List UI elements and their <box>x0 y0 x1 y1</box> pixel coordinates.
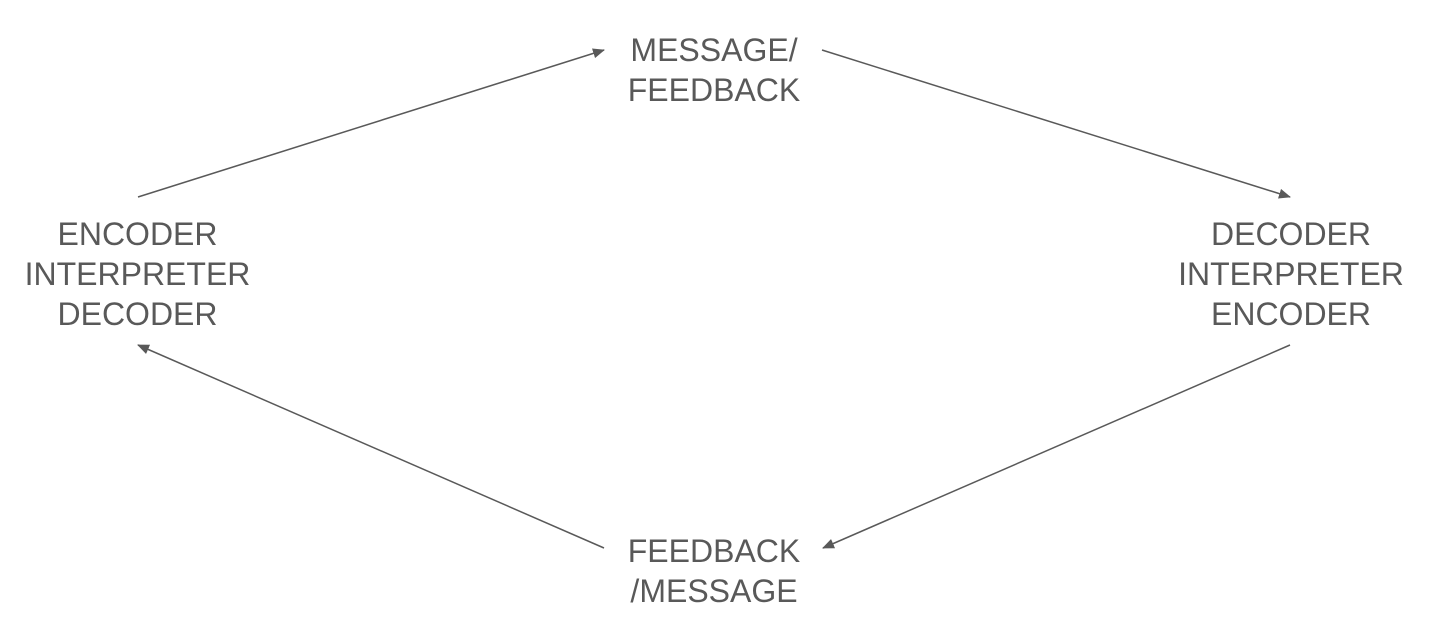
node-encoder-interpreter-decoder: ENCODER INTERPRETER DECODER <box>0 214 275 334</box>
node-label-line: DECODER <box>1210 216 1371 252</box>
node-label-line: DECODER <box>57 296 218 332</box>
arrow-encoder-to-message <box>137 48 605 198</box>
arrow-message-to-decoder <box>821 49 1291 199</box>
node-label-line: INTERPRETER <box>24 256 251 292</box>
node-label-line: FEEDBACK <box>627 533 801 569</box>
node-label-line: FEEDBACK <box>627 72 801 108</box>
node-label-line: ENCODER <box>57 216 218 252</box>
arrow-feedback-to-decoder <box>137 344 605 549</box>
node-message-feedback: MESSAGE/ FEEDBACK <box>584 30 844 110</box>
node-label-line: /MESSAGE <box>630 573 798 609</box>
node-label-line: INTERPRETER <box>1178 256 1404 292</box>
node-label-line: ENCODER <box>1210 296 1371 332</box>
node-decoder-interpreter-encoder: DECODER INTERPRETER ENCODER <box>1160 214 1422 334</box>
node-label-line: MESSAGE/ <box>630 32 798 68</box>
node-feedback-message: FEEDBACK /MESSAGE <box>584 531 844 611</box>
arrow-encoder-to-feedback <box>822 344 1291 549</box>
